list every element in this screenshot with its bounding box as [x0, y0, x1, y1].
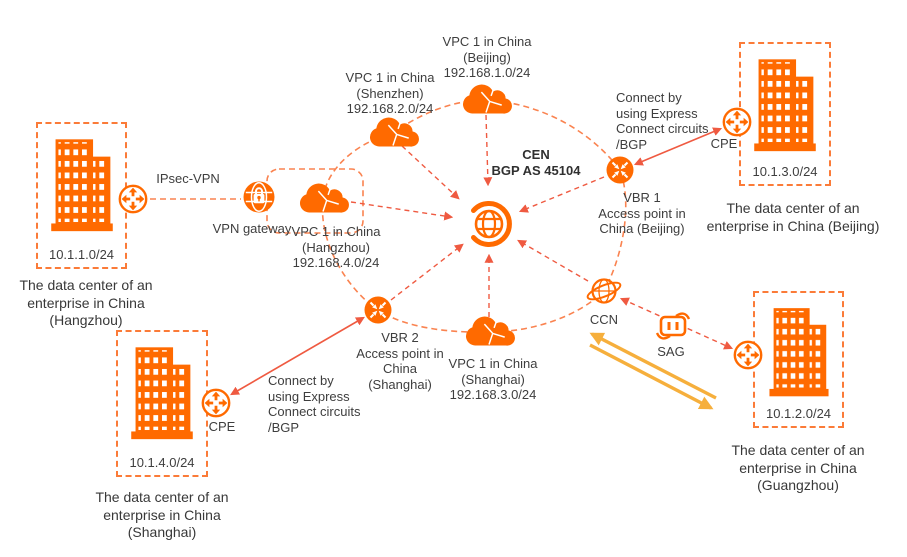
dc-hangzhou-box: 10.1.1.0/24 — [36, 122, 127, 269]
dc-guangzhou-cidr: 10.1.2.0/24 — [765, 406, 832, 421]
vpn-gateway-icon — [241, 179, 277, 215]
express-connect-note-bottom: Connect by using Express Connect circuit… — [268, 373, 361, 435]
dc-guangzhou-caption: The data center of an enterprise in Chin… — [731, 442, 865, 493]
vpc-shenzhen-label: VPC 1 in China (Shenzhen) 192.168.2.0/24 — [345, 70, 435, 117]
sag-label: SAG — [657, 344, 685, 359]
dc-hangzhou-cidr: 10.1.1.0/24 — [48, 247, 115, 262]
ccn-icon — [584, 271, 624, 311]
dc-shanghai-caption: The data center of an enterprise in Chin… — [95, 489, 229, 540]
vpc-hangzhou-label: VPC 1 in China (Hangzhou) 192.168.4.0/24 — [291, 224, 381, 271]
vbr2-icon — [363, 295, 393, 325]
dc-shanghai-box: 10.1.4.0/24 — [116, 330, 208, 477]
vpc-shenzhen-cloud-icon — [365, 115, 421, 152]
ipsec-label: IPsec-VPN — [156, 171, 220, 186]
ccn-label: CCN — [589, 312, 619, 327]
vpc-hangzhou-cloud-icon — [295, 181, 351, 218]
cen-attachment-arrows — [350, 114, 605, 317]
building-icon — [767, 308, 830, 398]
dc-guangzhou-box: 10.1.2.0/24 — [753, 291, 844, 428]
dc-beijing-cidr: 10.1.3.0/24 — [752, 164, 818, 179]
vbr1-label: VBR 1 Access point in China (Beijing) — [598, 190, 686, 237]
cen-icon — [457, 192, 521, 256]
router-icon-hangzhou — [117, 183, 149, 215]
cpe-beijing-label: CPE — [710, 136, 738, 151]
vbr2-label: VBR 2 Access point in China (Shanghai) — [356, 330, 444, 392]
express-connect-note-top: Connect by using Express Connect circuit… — [616, 90, 709, 152]
dc-hangzhou-caption: The data center of an enterprise in Chin… — [19, 277, 153, 328]
sag-icon — [652, 305, 694, 347]
vpn-gateway-label: VPN gateway — [212, 221, 292, 236]
express-link-beijing — [633, 127, 723, 166]
dc-shanghai-cidr: 10.1.4.0/24 — [129, 455, 195, 470]
vbr1-icon — [605, 155, 635, 185]
building-icon — [752, 59, 818, 153]
dc-beijing-caption: The data center of an enterprise in Chin… — [706, 200, 880, 234]
building-icon — [129, 347, 195, 441]
building-icon — [49, 139, 114, 233]
cpe-icon-shanghai — [200, 387, 232, 419]
ccn-sag-link — [619, 297, 734, 350]
vpc-shanghai-label: VPC 1 in China (Shanghai) 192.168.3.0/24 — [448, 356, 538, 403]
cen-label: CEN BGP AS 45104 — [491, 147, 581, 178]
cpe-shanghai-label: CPE — [208, 419, 236, 434]
sag-traffic-down — [589, 343, 714, 410]
sag-traffic-up — [589, 332, 717, 400]
vpc-beijing-label: VPC 1 in China (Beijing) 192.168.1.0/24 — [442, 34, 532, 81]
cpe-icon-guangzhou — [732, 339, 764, 371]
express-link-shanghai — [230, 316, 365, 396]
